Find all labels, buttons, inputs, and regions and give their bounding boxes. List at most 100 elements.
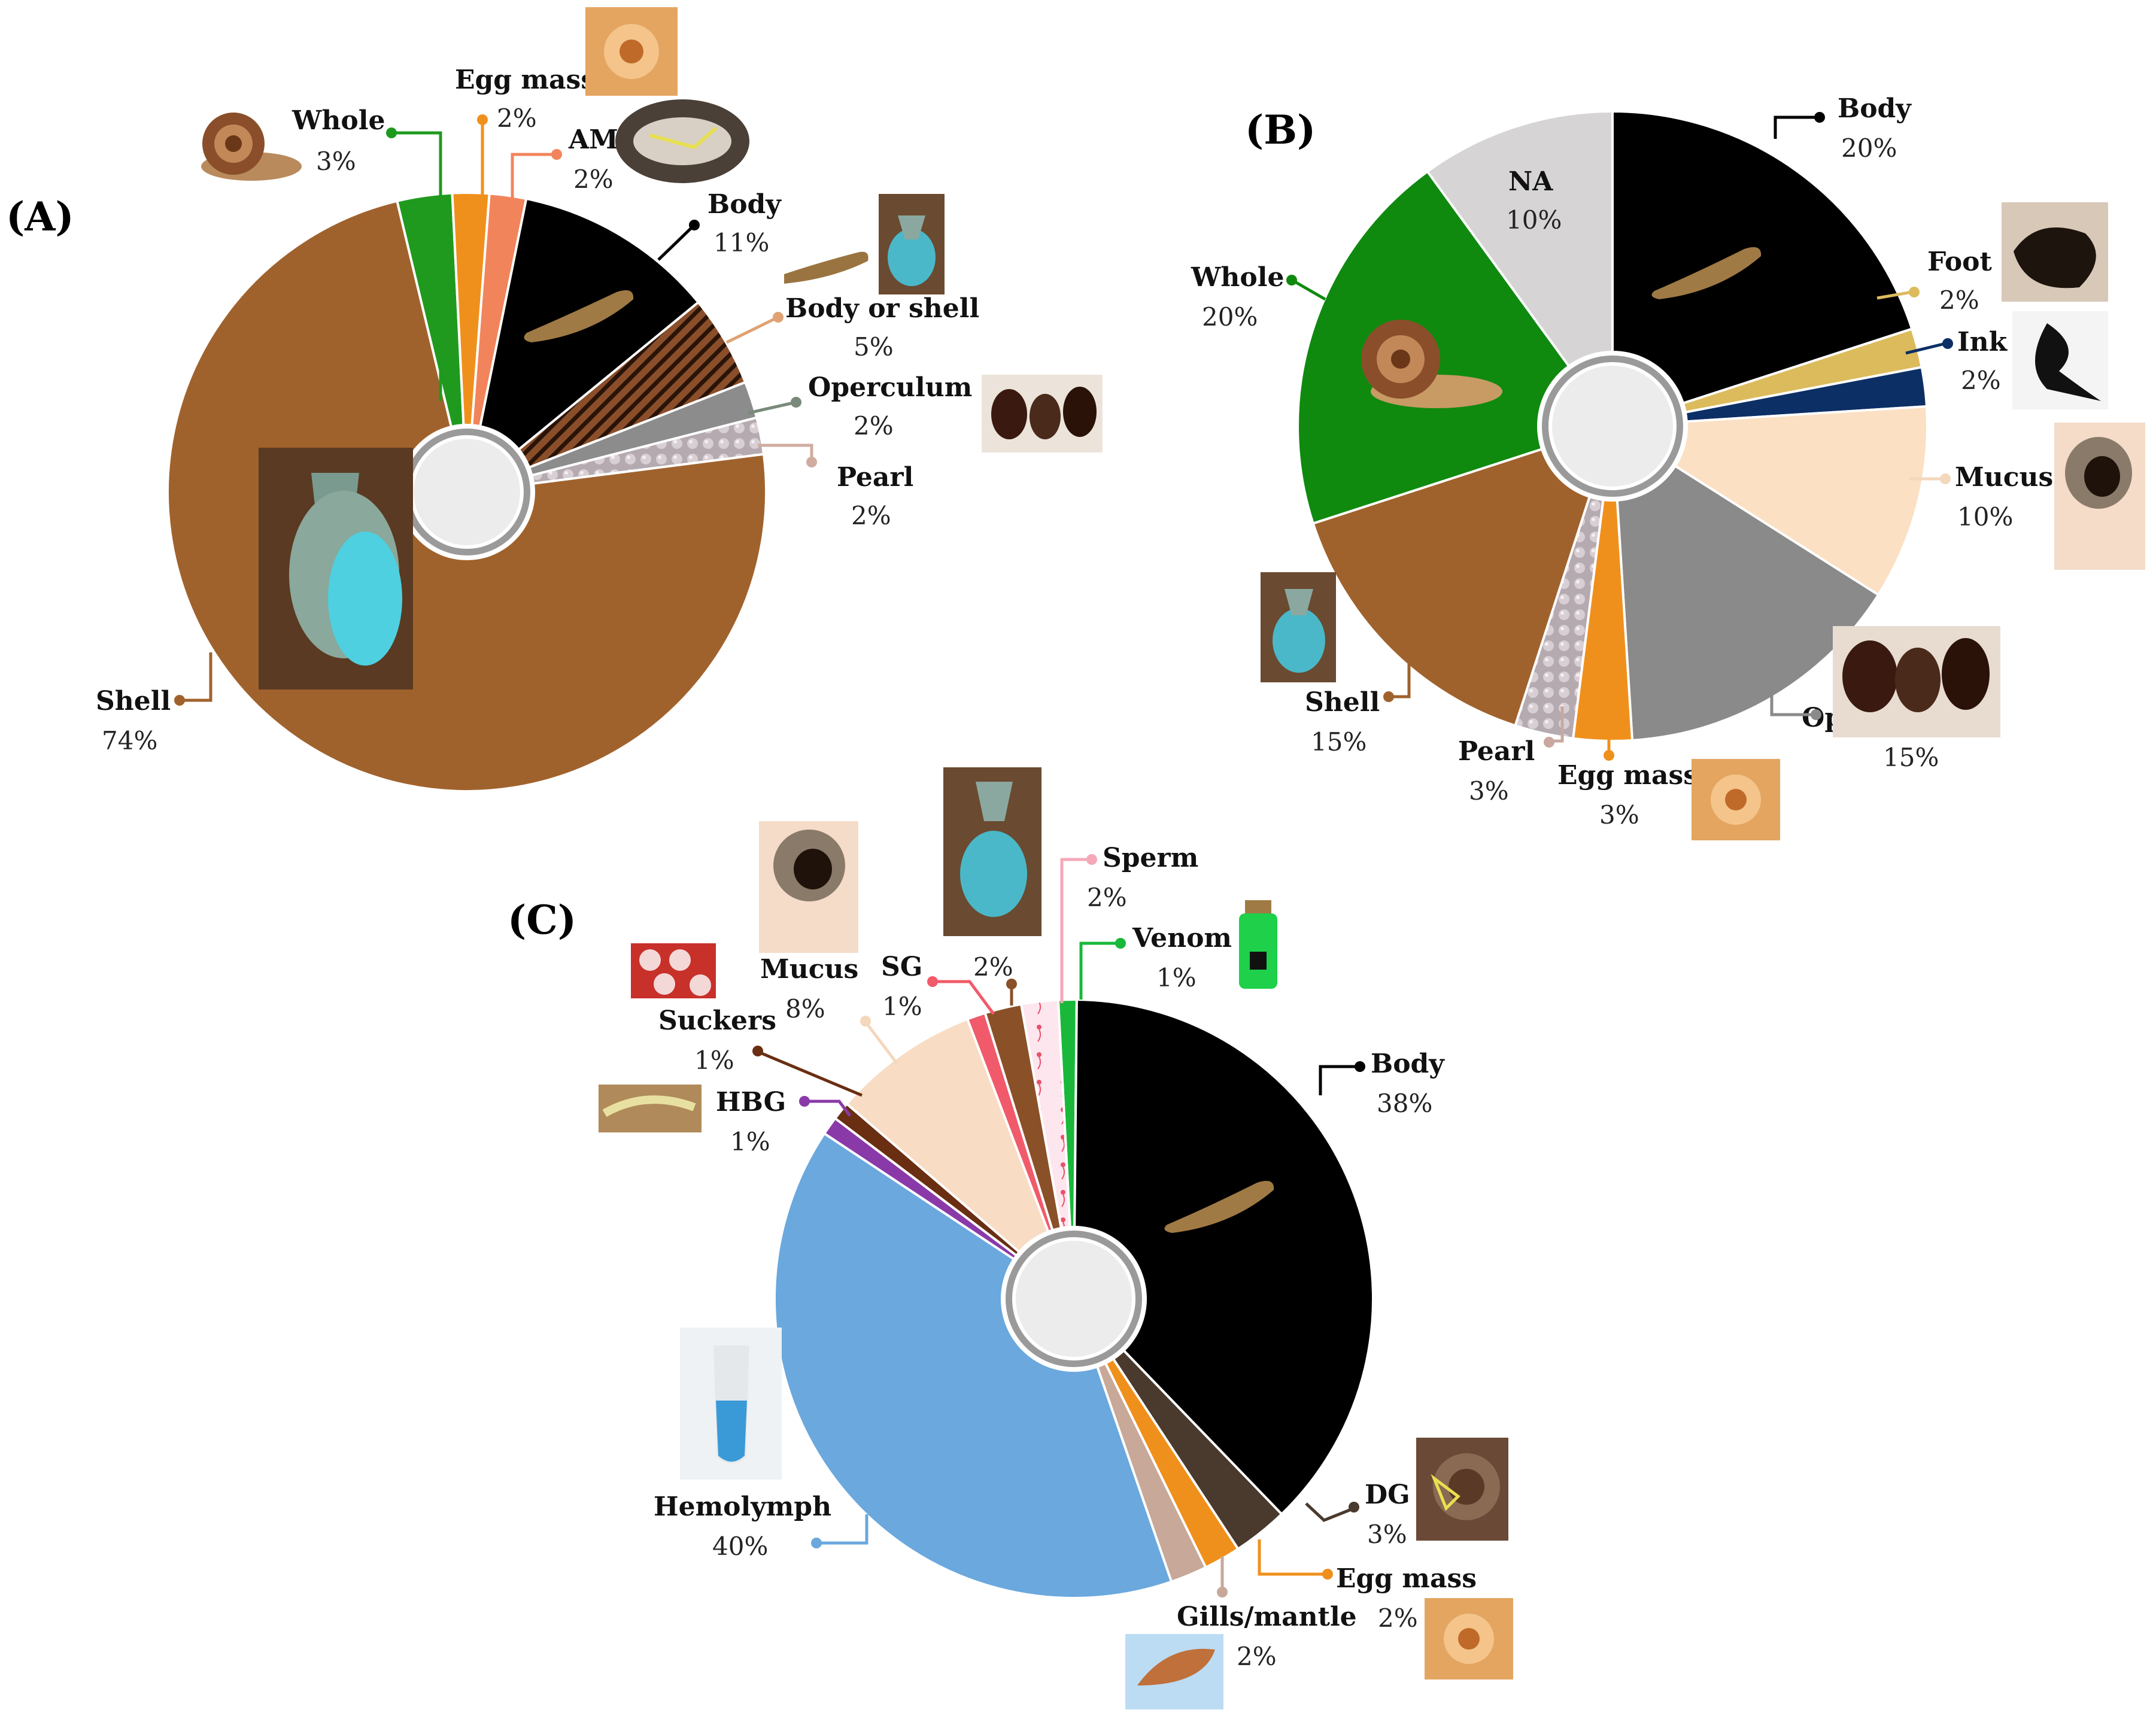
leader-c-sg bbox=[934, 980, 995, 1015]
venom-vial-photo-c bbox=[1239, 900, 1277, 989]
donut-hole-center bbox=[1548, 362, 1677, 490]
pie-slice-na-9 bbox=[1426, 110, 1614, 430]
leader-dot-c-shell bbox=[1006, 979, 1017, 989]
thumbnails bbox=[201, 7, 2145, 1709]
leader-a-body-or-shell bbox=[725, 315, 779, 344]
label-a-operculum: Operculum bbox=[808, 372, 972, 403]
leader-dot-a-am bbox=[551, 149, 562, 160]
pct-a-am: 2% bbox=[573, 165, 614, 194]
leader-dot-b-operculum bbox=[1811, 709, 1821, 720]
pct-a-shell: 74% bbox=[102, 726, 157, 755]
pct-b-body: 20% bbox=[1841, 133, 1897, 163]
label-a-whole: Whole bbox=[291, 105, 385, 136]
pie-slice-shell-7 bbox=[1311, 424, 1615, 727]
label-b-na: NA bbox=[1508, 166, 1553, 197]
pct-c-sg: 1% bbox=[882, 992, 922, 1021]
pie-chart-c bbox=[773, 998, 1374, 1600]
pct-b-shell: 15% bbox=[1311, 727, 1367, 757]
leader-b-ink bbox=[1905, 342, 1946, 355]
leader-dot-b-shell bbox=[1383, 691, 1394, 702]
pct-b-mucus: 10% bbox=[1957, 502, 2013, 531]
leader-c-dg bbox=[1305, 1502, 1355, 1522]
leader-dot-c-sg bbox=[927, 976, 938, 987]
label-a-pearl: Pearl bbox=[837, 462, 913, 493]
pct-b-foot: 2% bbox=[1939, 286, 1979, 315]
leader-dot-a-body bbox=[689, 220, 700, 230]
leader-dot-b-mucus bbox=[1940, 473, 1951, 484]
label-b-egg-mass: Egg mass bbox=[1557, 760, 1698, 791]
label-c-venom: Venom bbox=[1132, 923, 1232, 953]
pct-a-pearl: 2% bbox=[851, 501, 891, 530]
leader-a-am bbox=[511, 153, 557, 204]
leader-a-pearl bbox=[758, 444, 813, 461]
donut-hole-center bbox=[1012, 1237, 1135, 1360]
leader-b-body bbox=[1774, 116, 1818, 139]
label-b-shell: Shell bbox=[1305, 687, 1380, 718]
pie-slice-body-0 bbox=[1611, 110, 1914, 428]
leader-c-mucus bbox=[866, 1022, 898, 1064]
leader-dot-b-egg-mass bbox=[1604, 750, 1614, 761]
label-c-sperm: Sperm bbox=[1103, 843, 1198, 873]
pct-c-mucus: 8% bbox=[785, 994, 825, 1023]
slug-photo-a-small bbox=[784, 251, 869, 284]
label-a-body: Body bbox=[707, 189, 782, 220]
label-c-hbg: HBG bbox=[716, 1087, 786, 1117]
leader-a-operculum bbox=[748, 400, 797, 415]
leader-a-shell bbox=[180, 652, 212, 702]
label-a-body-or-shell: Body or shell bbox=[785, 293, 979, 324]
pct-c-hemolymph: 40% bbox=[712, 1532, 768, 1561]
pct-b-na: 10% bbox=[1506, 205, 1562, 235]
shell-photo-c bbox=[943, 767, 1041, 936]
label-a-egg-mass: Egg mass bbox=[455, 65, 596, 95]
slug-photo-b bbox=[1651, 247, 1762, 299]
pct-c-sperm: 2% bbox=[1087, 883, 1127, 912]
donut-hole-center bbox=[410, 435, 524, 549]
label-c-body: Body bbox=[1371, 1049, 1445, 1079]
leader-c-sperm bbox=[1060, 858, 1091, 1003]
pct-c-dg: 3% bbox=[1367, 1520, 1407, 1549]
leader-c-suckers bbox=[758, 1050, 863, 1097]
leader-dot-b-pearl bbox=[1544, 737, 1554, 748]
panel-letter-b: (B) bbox=[1245, 107, 1316, 153]
label-c-mucus: Mucus bbox=[760, 954, 858, 985]
leader-dot-a-whole bbox=[386, 127, 397, 138]
pct-c-venom: 1% bbox=[1156, 963, 1197, 992]
leader-dot-c-egg-mass bbox=[1322, 1569, 1333, 1580]
dg-photo-c bbox=[1416, 1438, 1508, 1541]
panel-c-annotations: (C) Venom 1% Body 38% DG 3% Egg mass 2% … bbox=[508, 843, 1477, 1671]
pie-slice-body-1 bbox=[1072, 998, 1374, 1516]
label-a-am: AM bbox=[568, 124, 618, 155]
panel-letter-c: (C) bbox=[508, 897, 576, 943]
leader-dot-a-operculum bbox=[791, 397, 801, 408]
leader-c-hemolymph bbox=[818, 1514, 869, 1545]
pie-slice-mucus-3 bbox=[1608, 405, 1929, 597]
leader-dot-a-body-or-shell bbox=[773, 312, 784, 323]
leader-dot-c-mucus bbox=[860, 1016, 871, 1026]
egg-mass-photo-a bbox=[585, 7, 678, 96]
label-c-gills-mantle: Gills/mantle bbox=[1177, 1602, 1357, 1632]
pct-a-whole: 3% bbox=[316, 147, 356, 176]
leader-dot-c-body bbox=[1355, 1061, 1365, 1072]
leader-a-whole bbox=[391, 131, 442, 401]
pct-b-operculum: 15% bbox=[1883, 743, 1939, 772]
label-a-shell: Shell bbox=[96, 686, 171, 716]
suckers-photo-c bbox=[631, 943, 716, 998]
leader-a-body bbox=[657, 224, 696, 261]
pct-c-gills-mantle: 2% bbox=[1237, 1642, 1277, 1671]
mucus-photo-c bbox=[759, 821, 858, 953]
panel-letter-a: (A) bbox=[6, 193, 74, 240]
leader-dot-a-shell bbox=[174, 695, 185, 706]
panel-a-annotations: (A) Whole 3% Egg mass 2% AM 2% Body 11% … bbox=[6, 65, 979, 755]
pie-slice-sperm-11 bbox=[1019, 998, 1075, 1299]
pie-slice-body-3 bbox=[464, 197, 700, 496]
leader-dot-c-gills-mantle bbox=[1217, 1587, 1228, 1597]
label-c-sg: SG bbox=[881, 952, 922, 982]
label-b-body: Body bbox=[1838, 93, 1912, 124]
pct-b-egg-mass: 3% bbox=[1599, 800, 1639, 830]
leader-dot-c-hbg bbox=[799, 1096, 810, 1107]
pct-c-suckers: 1% bbox=[694, 1046, 734, 1075]
pie-slice-body-or-shell-4 bbox=[466, 300, 747, 493]
leader-dot-b-foot bbox=[1909, 287, 1920, 297]
leader-dot-a-egg-mass bbox=[477, 114, 488, 125]
